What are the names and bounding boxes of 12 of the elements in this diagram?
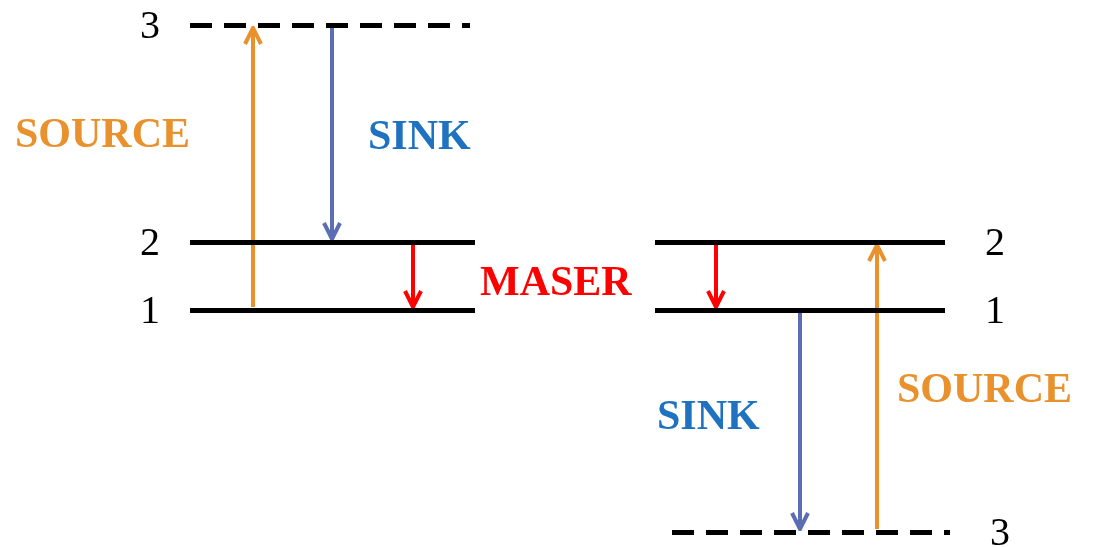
transition-arrow xyxy=(706,245,726,309)
transition-arrow xyxy=(867,243,887,529)
level-number: 2 xyxy=(140,220,160,264)
transition-arrow xyxy=(403,245,423,309)
transition-arrow xyxy=(243,26,263,307)
level-number: 1 xyxy=(140,288,160,332)
level-number: 1 xyxy=(985,288,1005,332)
level-number: 2 xyxy=(985,220,1005,264)
level-number: 3 xyxy=(990,510,1010,547)
transition-arrow xyxy=(322,28,342,241)
level-number: 3 xyxy=(140,3,160,47)
transition-arrow xyxy=(790,313,810,531)
